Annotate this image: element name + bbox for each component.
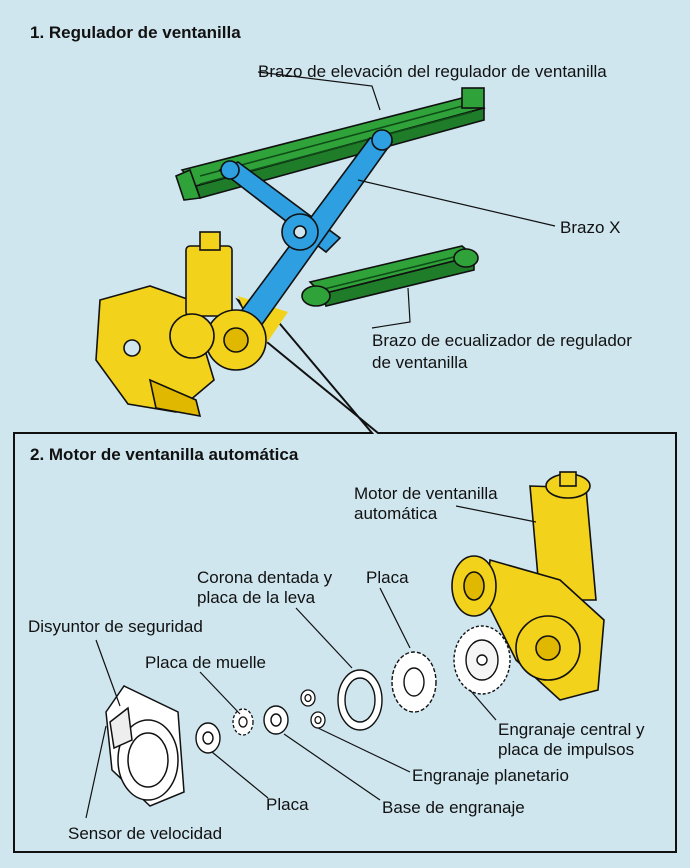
regulator-motor (95, 231, 267, 418)
label-speed-sensor: Sensor de velocidad (68, 824, 223, 843)
label-breaker: Disyuntor de seguridad (28, 617, 203, 636)
label-planetary: Engranaje planetario (412, 766, 569, 785)
motor-cover (105, 685, 185, 807)
spring-plate-part (232, 708, 254, 736)
label-motor-2: automática (354, 504, 438, 523)
label-center-gear-1: Engranaje central y (498, 720, 645, 739)
plate-top-part (391, 651, 437, 713)
gear-base-part (263, 705, 289, 735)
section1-title: 1. Regulador de ventanilla (30, 23, 241, 42)
ring-gear (337, 669, 383, 731)
label-x-arm: Brazo X (560, 218, 621, 237)
plate-bottom-part (195, 722, 221, 754)
label-equalizer-2: de ventanilla (372, 353, 468, 372)
label-ring-2: placa de la leva (197, 588, 316, 607)
label-center-gear-2: placa de impulsos (498, 740, 635, 759)
section2-title: 2. Motor de ventanilla automática (30, 445, 299, 464)
label-lift-arm: Brazo de elevación del regulador de vent… (258, 62, 607, 81)
center-gear (453, 625, 511, 695)
label-ring-1: Corona dentada y (197, 568, 333, 587)
label-plate-bottom: Placa (266, 795, 309, 814)
label-motor-1: Motor de ventanilla (354, 484, 498, 503)
planetary-gears (300, 689, 326, 729)
leaders-2 (85, 505, 537, 819)
power-window-motor (451, 471, 605, 701)
label-plate-top: Placa (366, 568, 409, 587)
leaders-1 (257, 71, 556, 329)
label-gear-base: Base de engranaje (382, 798, 525, 817)
x-arm (218, 129, 394, 332)
equalizer-arm (301, 245, 479, 307)
label-spring-plate: Placa de muelle (145, 653, 266, 672)
inset-frame (13, 297, 677, 853)
lift-arm (175, 87, 486, 201)
label-equalizer-1: Brazo de ecualizador de regulador (372, 331, 632, 350)
